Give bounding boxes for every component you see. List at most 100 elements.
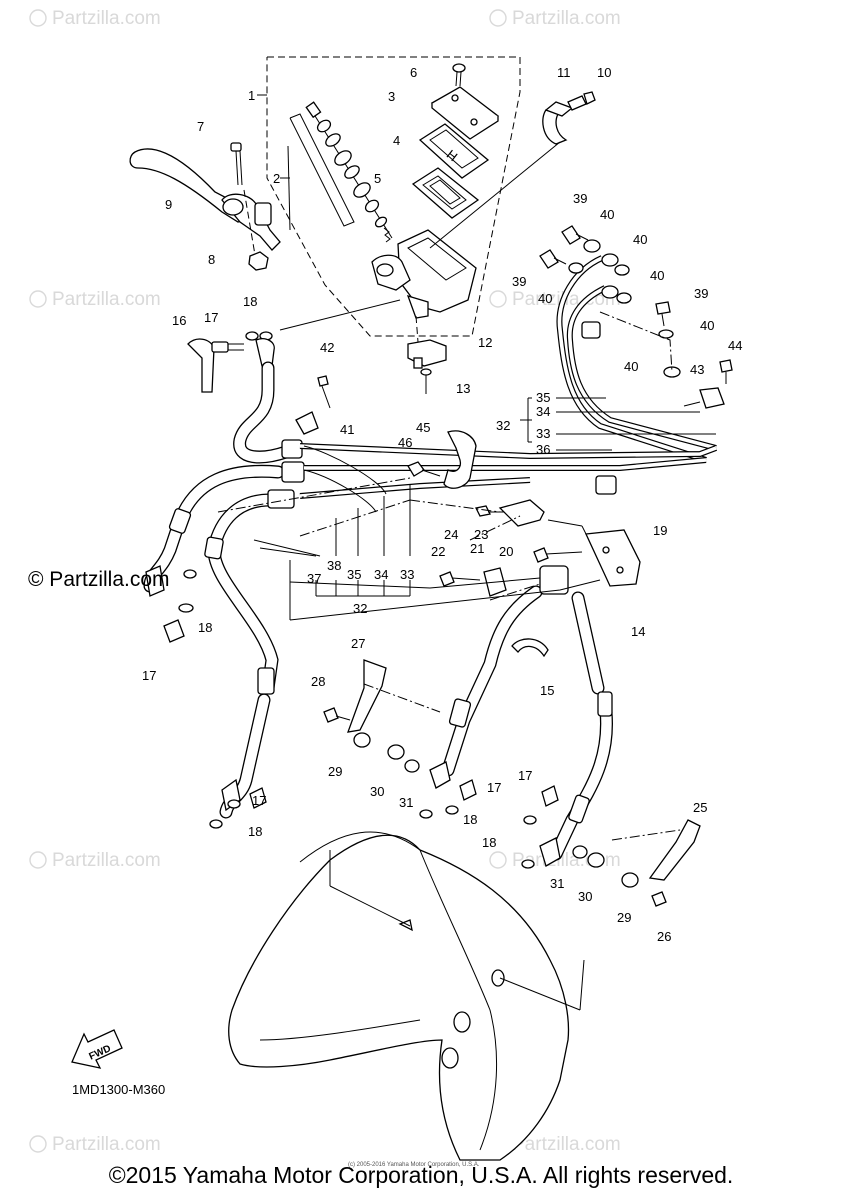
callout-25: 25	[693, 800, 707, 815]
brake-lever	[129, 148, 281, 251]
watermark-symbol	[489, 9, 507, 27]
callout-42: 42	[320, 340, 334, 355]
watermark-text: Partzilla.com	[512, 8, 621, 29]
callout-30: 30	[370, 784, 384, 799]
callout-19: 19	[653, 523, 667, 538]
bolt-7	[230, 142, 243, 186]
callout-16: 16	[172, 313, 186, 328]
callout-4: 4	[393, 133, 400, 148]
callout-41: 41	[340, 422, 354, 437]
piston-kit	[289, 101, 393, 243]
bracket-19	[585, 529, 641, 587]
callout-24: 24	[444, 527, 458, 542]
callout-15: 15	[540, 683, 554, 698]
callout-21: 21	[470, 541, 484, 556]
clamp-11	[542, 101, 574, 145]
callout-8: 8	[208, 252, 215, 267]
diagram-code: 1MD1300-M360	[72, 1082, 165, 1097]
callout-10: 10	[597, 65, 611, 80]
callout-17: 17	[142, 668, 156, 683]
fittings-39-40	[539, 225, 733, 409]
callout-7: 7	[197, 119, 204, 134]
callout-17: 17	[204, 310, 218, 325]
reservoir-cap	[430, 86, 500, 140]
callout-11: 11	[557, 65, 571, 80]
watermark-text: Partzilla.com	[52, 850, 161, 871]
callout-39: 39	[694, 286, 708, 301]
brake-switch	[407, 339, 447, 394]
bracket-45	[407, 430, 477, 489]
callout-34: 34	[374, 567, 388, 582]
watermark-symbol	[29, 851, 47, 869]
callout-18: 18	[482, 835, 496, 850]
banjo-lower	[163, 569, 559, 869]
callout-18: 18	[248, 824, 262, 839]
callout-29: 29	[617, 910, 631, 925]
brake-pipes	[299, 255, 718, 513]
watermark-symbol	[489, 851, 507, 869]
callout-38: 38	[327, 558, 341, 573]
callout-9: 9	[165, 197, 172, 212]
callout-27: 27	[351, 636, 365, 651]
callout-34: 34	[536, 404, 550, 419]
diaphragm	[411, 167, 480, 219]
callout-31: 31	[399, 795, 413, 810]
watermark-text: Partzilla.com	[52, 289, 161, 310]
callout-43: 43	[690, 362, 704, 377]
callout-39: 39	[512, 274, 526, 289]
callout-17: 17	[518, 768, 532, 783]
callout-32: 32	[496, 418, 510, 433]
callout-33: 33	[400, 567, 414, 582]
callout-40: 40	[624, 359, 638, 374]
callout-18: 18	[243, 294, 257, 309]
watermark-symbol	[29, 1135, 47, 1153]
bracket-23	[475, 499, 545, 527]
callout-13: 13	[456, 381, 470, 396]
copyright-footer: ©2015 Yamaha Motor Corporation, U.S.A. A…	[108, 1162, 734, 1188]
callout-6: 6	[410, 65, 417, 80]
callout-14: 14	[631, 624, 645, 639]
master-cylinder	[371, 229, 477, 319]
callout-35: 35	[347, 567, 361, 582]
callout-35: 35	[536, 390, 550, 405]
callout-5: 5	[374, 171, 381, 186]
callout-33: 33	[536, 426, 550, 441]
fwd-arrow: FWD	[71, 1029, 123, 1069]
callout-18: 18	[463, 812, 477, 827]
callout-46: 46	[398, 435, 412, 450]
watermark-text: Partzilla.com	[512, 1134, 621, 1155]
bolt-10	[567, 91, 596, 111]
clamp-41	[295, 375, 331, 435]
nut-8	[248, 251, 269, 271]
callout-22: 22	[431, 544, 445, 559]
callout-3: 3	[388, 89, 395, 104]
callout-18: 18	[198, 620, 212, 635]
callout-32: 32	[353, 601, 367, 616]
fender-brackets	[323, 659, 701, 907]
callout-26: 26	[657, 929, 671, 944]
diaphragm-plate: H	[418, 123, 490, 179]
watermark-text: Partzilla.com	[52, 1134, 161, 1155]
callout-17: 17	[252, 793, 266, 808]
banjo-upper	[187, 331, 275, 393]
callout-39: 39	[573, 191, 587, 206]
watermark-symbol	[489, 290, 507, 308]
callout-30: 30	[578, 889, 592, 904]
callout-40: 40	[538, 291, 552, 306]
callout-31: 31	[550, 876, 564, 891]
partzilla-watermark: © Partzilla.com	[28, 568, 170, 591]
callout-20: 20	[499, 544, 513, 559]
watermark-symbol	[29, 290, 47, 308]
callout-1: 1	[248, 88, 255, 103]
clamp-15	[511, 638, 549, 658]
callout-40: 40	[633, 232, 647, 247]
callout-17: 17	[487, 780, 501, 795]
front-fender	[228, 831, 570, 1161]
callout-29: 29	[328, 764, 342, 779]
watermark-text: Partzilla.com	[52, 8, 161, 29]
callout-brackets	[259, 145, 716, 597]
watermark-symbol	[29, 9, 47, 27]
callout-37: 37	[307, 571, 321, 586]
callout-36: 36	[536, 442, 550, 457]
